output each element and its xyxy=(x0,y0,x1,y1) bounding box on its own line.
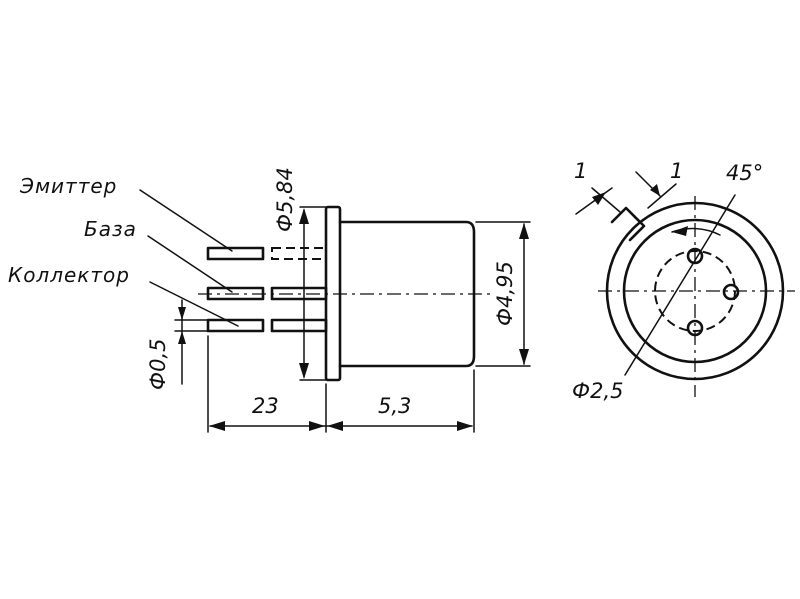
lead-diameter-text: Ф0,5 xyxy=(146,339,170,390)
base-leader xyxy=(147,235,233,293)
tab-height-text: 1 xyxy=(670,159,683,183)
lead-diameter-dim: Ф0,5 xyxy=(146,299,209,390)
body-diameter-text: Ф4,95 xyxy=(493,261,517,326)
body-length-text: 5,3 xyxy=(378,394,411,418)
pin-2 xyxy=(722,283,740,301)
pin-1 xyxy=(686,247,704,265)
tab-angle-text: 45° xyxy=(726,161,763,185)
lead-emitter xyxy=(206,246,327,261)
diagonal-line xyxy=(624,194,736,376)
emitter-label: Эмиттер xyxy=(19,174,117,198)
collector-label: Коллектор xyxy=(8,263,130,287)
body-diameter-dim: Ф4,95 xyxy=(475,221,531,367)
base-label: База xyxy=(84,217,137,241)
length-dims: 23 5,3 xyxy=(207,335,475,433)
end-view: 1 1 45° Ф2,5 xyxy=(572,159,795,403)
flange-diameter-text: Ф5,84 xyxy=(273,167,297,232)
collector-leader xyxy=(149,281,239,327)
lead-collector xyxy=(206,318,328,333)
tab-width-text: 1 xyxy=(574,159,587,183)
lead-length-text: 23 xyxy=(252,394,279,418)
flange-diameter-dim: Ф5,84 xyxy=(273,167,327,381)
key-tab xyxy=(610,206,646,242)
lead-base xyxy=(206,286,328,301)
pin-circle-diameter-text: Ф2,5 xyxy=(572,379,623,403)
emitter-leader xyxy=(139,189,233,252)
side-view: Эмиттер База Коллектор Ф5,84 Ф4,95 xyxy=(8,167,531,433)
pin-3 xyxy=(686,319,704,337)
